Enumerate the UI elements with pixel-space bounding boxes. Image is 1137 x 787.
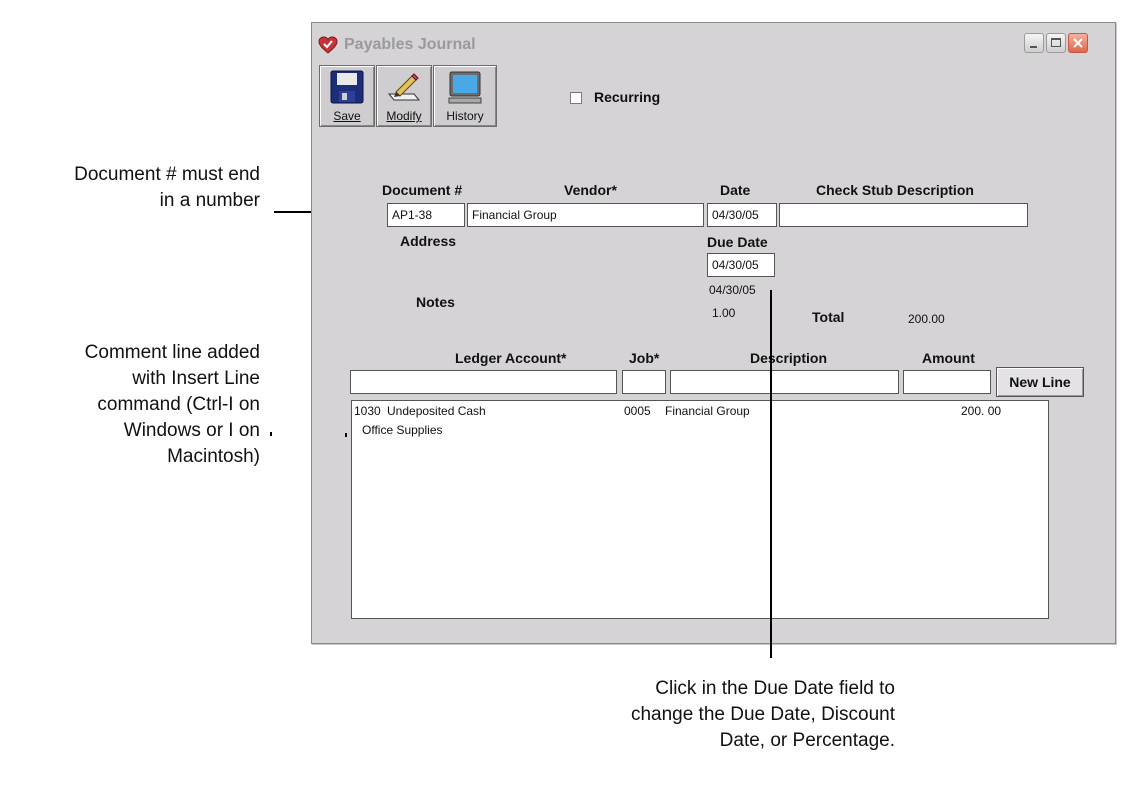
save-button[interactable]: Save — [319, 65, 375, 127]
payables-journal-window: Payables Journal Save — [311, 22, 1116, 644]
history-button[interactable]: History — [433, 65, 497, 127]
job-label: Job* — [629, 350, 660, 366]
total-label: Total — [812, 309, 845, 325]
amount-input[interactable] — [903, 370, 991, 394]
ledger-account-input[interactable] — [350, 370, 617, 394]
address-label: Address — [400, 233, 457, 249]
job-input[interactable] — [622, 370, 666, 394]
pencil-pad-icon — [386, 70, 422, 109]
line-amount: 200. 00 — [961, 404, 1002, 418]
date-field[interactable]: 04/30/05 — [707, 203, 777, 227]
callout-document-number: Document # must end in a number — [74, 164, 260, 211]
check-stub-description-label: Check Stub Description — [816, 182, 974, 198]
due-date-field[interactable]: 04/30/05 — [707, 253, 775, 277]
vendor-label: Vendor* — [564, 182, 617, 198]
monitor-icon — [447, 70, 483, 111]
amount-label: Amount — [922, 350, 975, 366]
account-number: 1030 — [354, 404, 381, 418]
heart-shield-icon — [318, 36, 338, 59]
notes-label: Notes — [416, 294, 455, 310]
callout-leader-comment-start — [270, 432, 272, 436]
maximize-button[interactable] — [1046, 33, 1066, 53]
total-value: 200.00 — [908, 312, 945, 326]
discount-date: 04/30/05 — [709, 283, 756, 297]
close-button[interactable] — [1068, 33, 1088, 53]
description-label: Description — [750, 350, 828, 366]
document-number-field[interactable]: AP1-38 — [387, 203, 465, 227]
document-number-label: Document # — [382, 182, 463, 198]
callout-comment-line: Comment line added with Insert Line comm… — [84, 342, 260, 467]
comment-line: Office Supplies — [362, 423, 443, 437]
minimize-button[interactable] — [1024, 33, 1044, 53]
callout-leader-due-date — [770, 290, 772, 658]
list-item[interactable]: 1030 Undeposited Cash 0005 Financial Gro… — [352, 404, 1048, 420]
save-label: Save — [333, 109, 361, 123]
modify-button[interactable]: Modify — [376, 65, 432, 127]
modify-label: Modify — [386, 109, 422, 123]
check-stub-description-field[interactable] — [779, 203, 1028, 227]
vendor-field[interactable]: Financial Group — [467, 203, 704, 227]
new-line-button[interactable]: New Line — [996, 367, 1084, 397]
account-name: Undeposited Cash — [387, 404, 486, 418]
window-title: Payables Journal — [344, 36, 476, 53]
due-date-label: Due Date — [707, 234, 768, 250]
discount-percentage: 1.00 — [712, 306, 736, 320]
recurring-checkbox[interactable] — [570, 92, 582, 104]
recurring-label: Recurring — [594, 89, 661, 105]
description-input[interactable] — [670, 370, 899, 394]
list-item[interactable]: Office Supplies — [352, 423, 1048, 439]
job-number: 0005 — [624, 404, 651, 418]
callout-due-date: Click in the Due Date field to change th… — [630, 678, 895, 751]
callout-leader-comment-end — [345, 433, 347, 437]
ledger-account-label: Ledger Account* — [455, 350, 567, 366]
line-description: Financial Group — [665, 404, 750, 418]
history-label: History — [446, 109, 484, 123]
title-bar[interactable]: Payables Journal — [312, 23, 1115, 61]
floppy-disk-icon — [330, 70, 364, 109]
date-label: Date — [720, 182, 751, 198]
line-items-list[interactable]: 1030 Undeposited Cash 0005 Financial Gro… — [351, 400, 1049, 619]
